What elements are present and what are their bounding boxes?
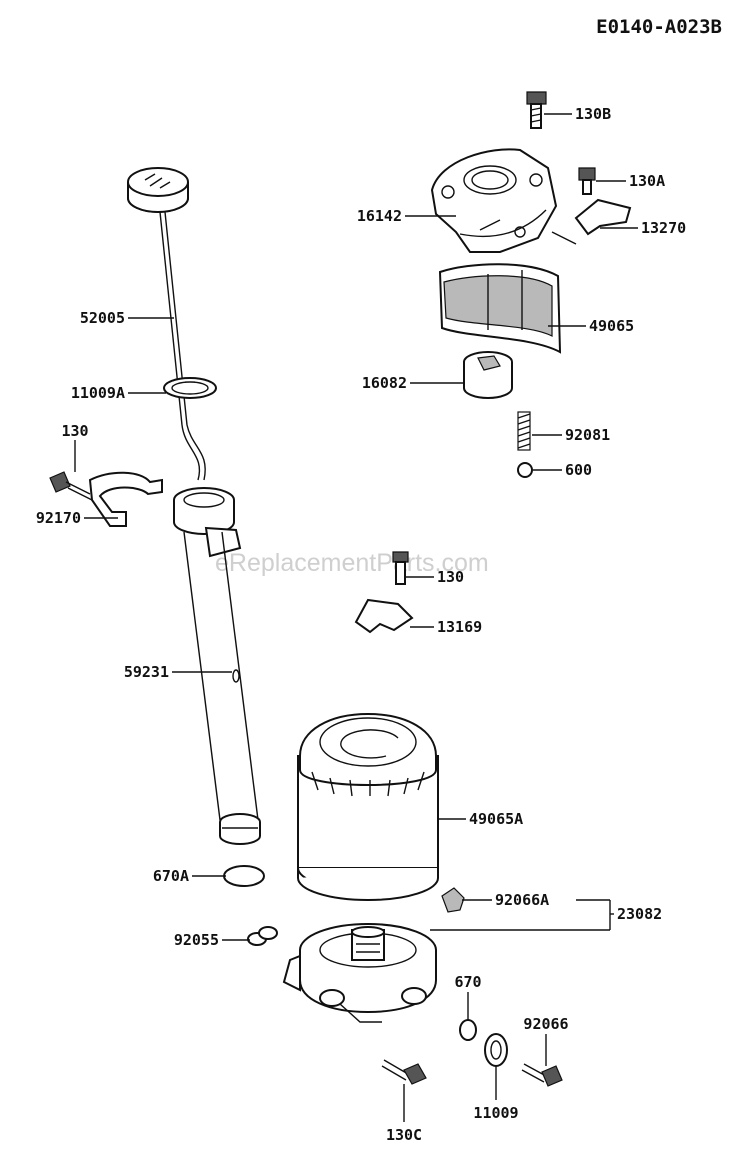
label-600: 600 xyxy=(565,461,592,479)
ring-92055-b xyxy=(258,926,278,940)
rotor-part xyxy=(463,351,513,399)
part-labels: 130B 130A 16142 13270 52005 49065 11009A… xyxy=(36,105,686,1144)
plate-13270 xyxy=(574,198,632,236)
label-16082: 16082 xyxy=(362,374,407,392)
label-59231: 59231 xyxy=(124,663,169,681)
label-92170: 92170 xyxy=(36,509,81,527)
dipstick-part xyxy=(127,167,206,481)
bolt-130-mid xyxy=(392,551,409,585)
bolt-130a xyxy=(578,167,596,195)
clamp-part xyxy=(49,471,163,527)
label-670: 670 xyxy=(454,973,481,991)
label-130-mid: 130 xyxy=(437,568,464,586)
label-130-left: 130 xyxy=(61,422,88,440)
watermark: eReplacementParts.com xyxy=(215,549,489,577)
bracket-13169 xyxy=(354,598,414,634)
label-49065: 49065 xyxy=(589,317,634,335)
label-92066: 92066 xyxy=(523,1015,568,1033)
leader-lines xyxy=(74,113,638,1122)
fitting-92066a xyxy=(441,887,465,913)
filter-base-part xyxy=(282,923,437,1023)
screen-part xyxy=(438,263,562,354)
label-130a: 130A xyxy=(629,172,665,190)
label-92055: 92055 xyxy=(174,931,219,949)
label-130b: 130B xyxy=(575,105,611,123)
label-13169: 13169 xyxy=(437,618,482,636)
label-670a: 670A xyxy=(153,867,189,885)
o-ring-11009a xyxy=(163,377,217,399)
filler-tube-part xyxy=(173,487,261,845)
label-92066a: 92066A xyxy=(495,891,549,909)
label-23082: 23082 xyxy=(617,905,662,923)
label-49065a: 49065A xyxy=(469,810,523,828)
o-ring-670a xyxy=(223,865,265,887)
bolt-130c xyxy=(381,1059,427,1085)
label-52005: 52005 xyxy=(80,309,125,327)
spring-92081 xyxy=(517,411,531,451)
bolt-92066 xyxy=(521,1063,563,1087)
label-11009: 11009 xyxy=(473,1104,518,1122)
o-ring-670 xyxy=(459,1019,477,1041)
label-16142: 16142 xyxy=(357,207,402,225)
bolt-130b xyxy=(526,91,547,129)
label-92081: 92081 xyxy=(565,426,610,444)
ball-600 xyxy=(517,462,533,478)
washer-11009 xyxy=(484,1033,508,1067)
label-130c: 130C xyxy=(386,1126,422,1144)
pump-housing-part xyxy=(430,148,558,253)
label-11009a: 11009A xyxy=(71,384,125,402)
diagram-code: E0140-A023B xyxy=(596,16,722,38)
label-13270: 13270 xyxy=(641,219,686,237)
oil-filter-part xyxy=(297,712,439,901)
